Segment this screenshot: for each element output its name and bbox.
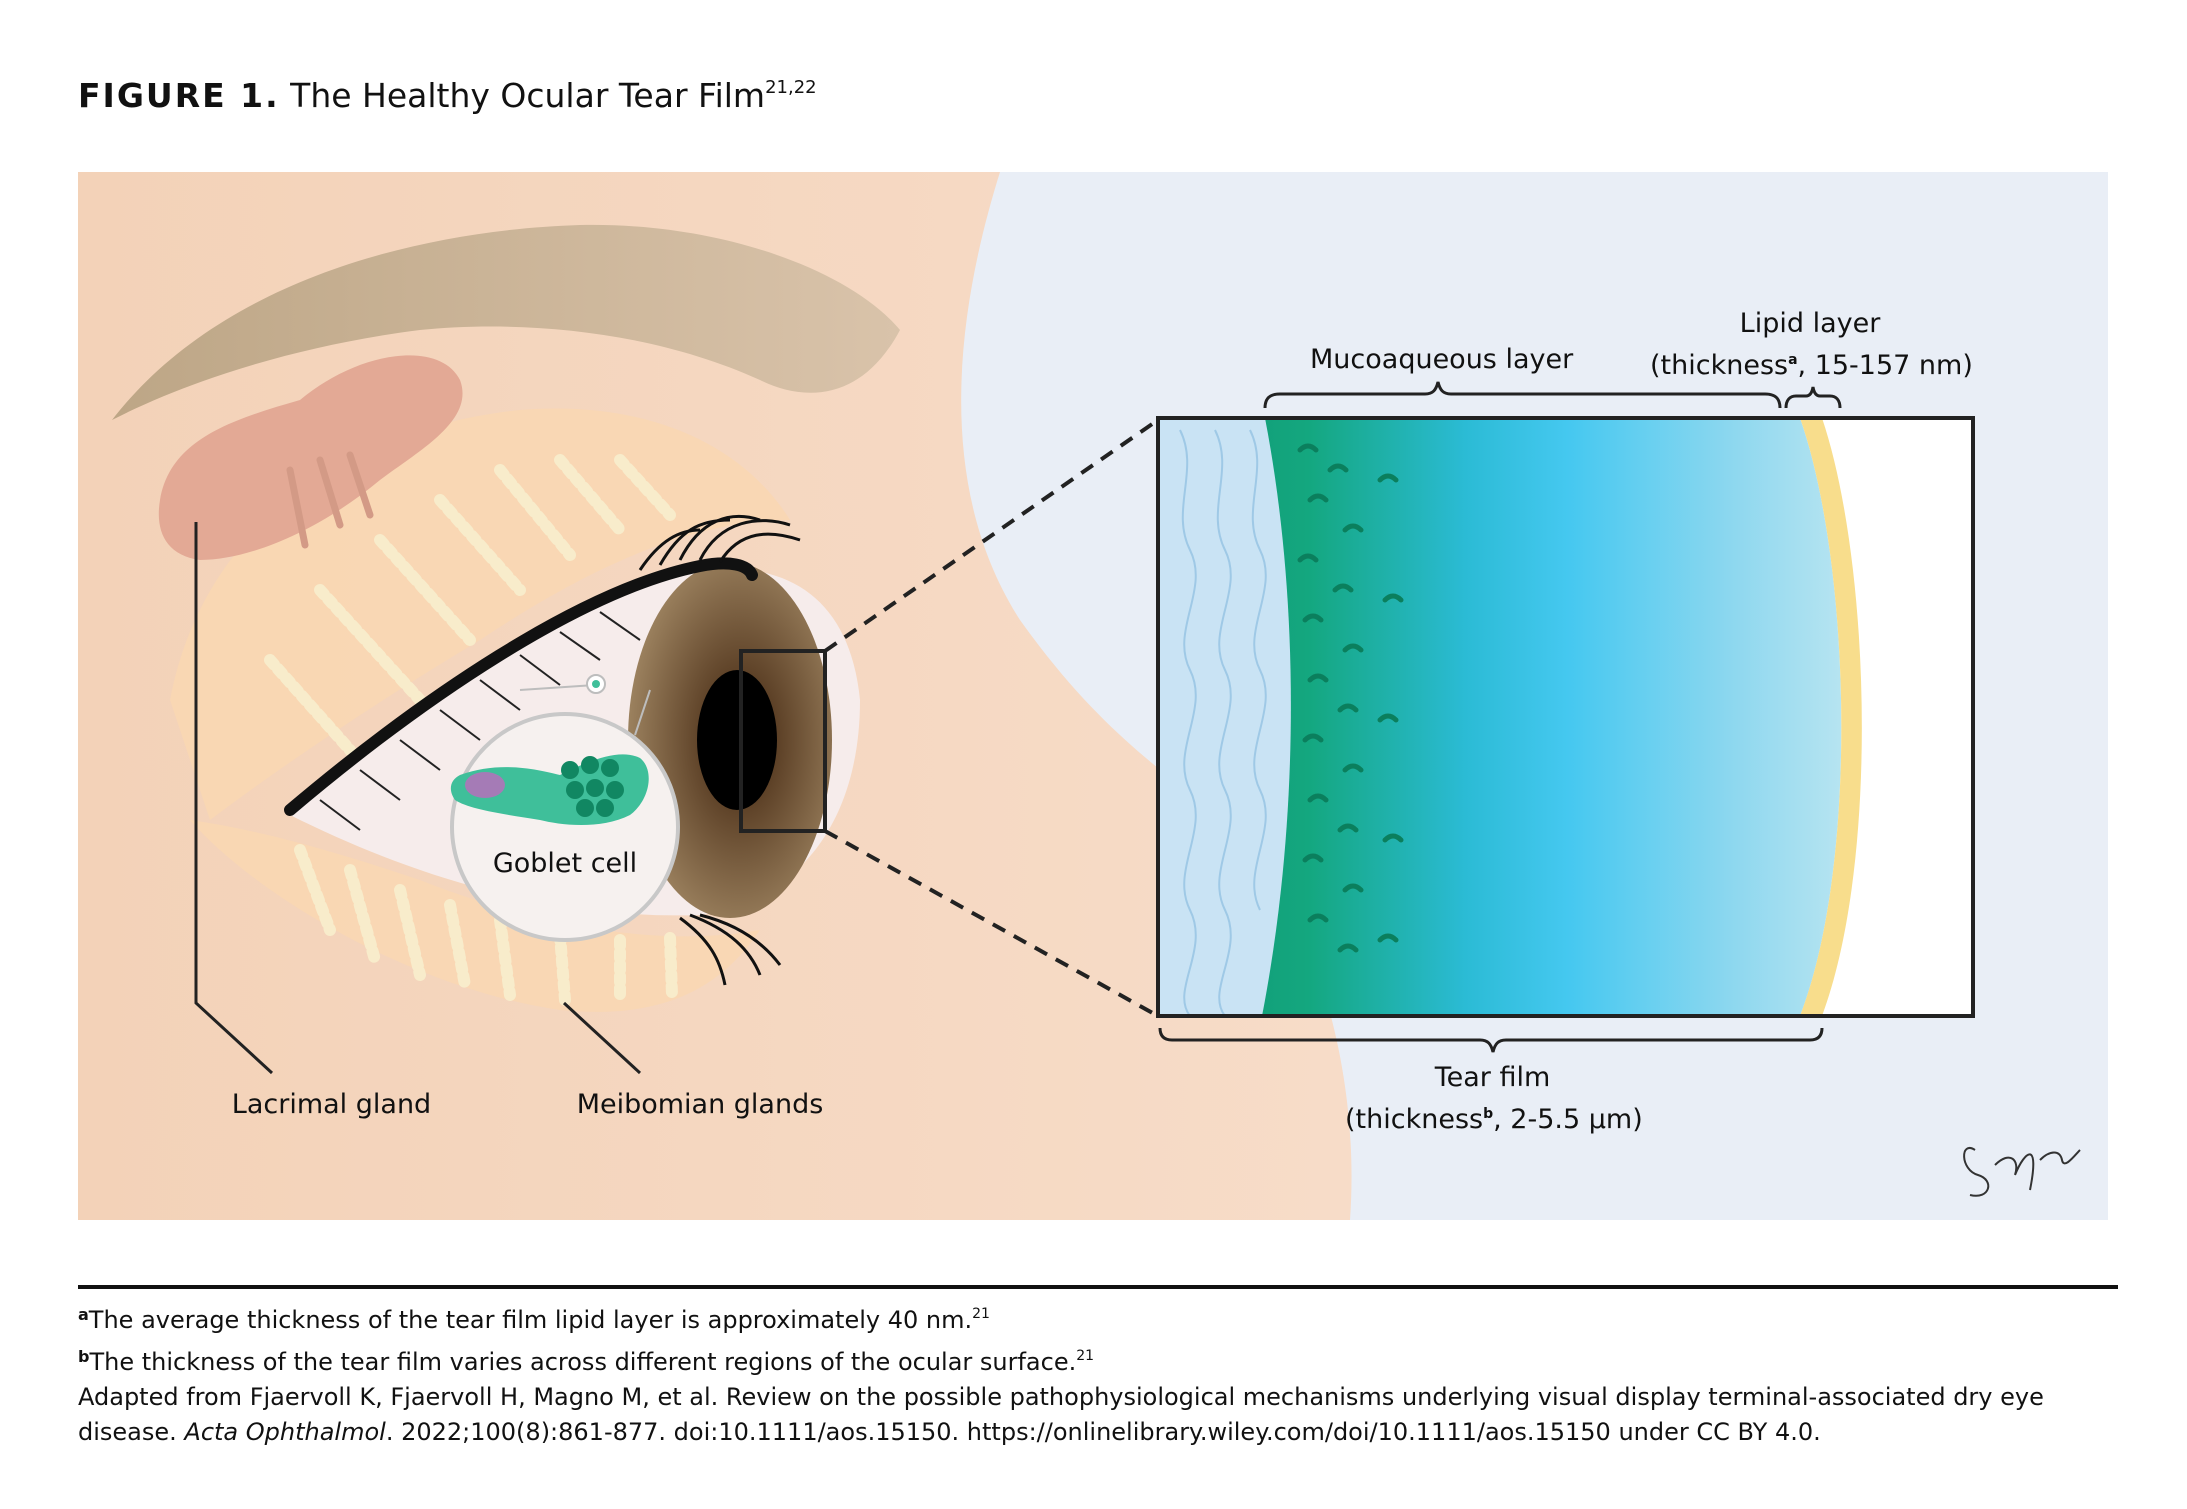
figure-title-text: The Healthy Ocular Tear Film <box>290 76 766 115</box>
meibomian-glands-lower <box>294 844 678 1006</box>
eyebrow <box>112 224 900 420</box>
lacrimal-gland-label: Lacrimal gland <box>231 1089 432 1120</box>
upper-eyelashes <box>638 514 801 571</box>
goblet-granules <box>561 756 624 817</box>
tear-film-brace <box>1158 1027 1824 1053</box>
lipid-label-line2: (thicknessa, 15-157 nm) <box>1650 350 1973 381</box>
lower-eyelashes <box>679 913 782 986</box>
source-credit: Adapted from Fjaervoll K, Fjaervoll H, M… <box>78 1380 2118 1450</box>
footnote-a-text: The average thickness of the tear film l… <box>88 1306 973 1334</box>
credit-text: Adapted from Fjaervoll K, Fjaervoll H, M… <box>78 1383 2044 1446</box>
artist-signature <box>1963 1147 2081 1197</box>
lacrimal-gland <box>158 355 463 560</box>
meibomian-glands-label: Meibomian glands <box>576 1089 824 1120</box>
tear-film-label-line2: (thicknessb, 2-5.5 μm) <box>1345 1104 1643 1135</box>
mucin-glycocalyx <box>1297 443 1404 953</box>
meibomian-leader <box>562 1001 642 1075</box>
credit-citation: . 2022;100(8):861-877. doi:10.1111/aos.1… <box>385 1418 1821 1446</box>
tear-film-label: Tear film (thicknessb, 2-5.5 μm) <box>1345 1060 1643 1138</box>
figure-title-refs: 21,22 <box>765 77 817 98</box>
footnote-b: bThe thickness of the tear film varies a… <box>78 1339 1094 1379</box>
corneal-epithelium <box>1158 418 1291 1016</box>
lipid-brace <box>1784 386 1842 409</box>
footnote-a-marker: a <box>78 1305 89 1324</box>
mucoaqueous-label: Mucoaqueous layer <box>1310 344 1574 375</box>
figure-label: FIGURE 1. <box>78 76 280 115</box>
lacrimal-ducts <box>286 451 374 549</box>
mucoaqueous-brace <box>1263 381 1782 409</box>
zoom-source-box <box>739 649 827 833</box>
lipid-footnote-marker: a <box>1788 352 1798 368</box>
footnote-a-ref: 21 <box>972 1306 990 1322</box>
tear-film-zoom-frame <box>1156 416 1975 1018</box>
lipid-layer <box>1800 418 1862 1016</box>
tear-film-footnote-marker: b <box>1483 1106 1494 1122</box>
tear-film-zoom <box>1158 418 1973 1016</box>
lacrimal-leader <box>194 522 274 1075</box>
footnote-b-text: The thickness of the tear film varies ac… <box>89 1348 1077 1376</box>
lipid-label-line1: Lipid layer <box>1739 308 1881 339</box>
figure-title: FIGURE 1. The Healthy Ocular Tear Film21… <box>78 66 817 118</box>
goblet-cell-label: Goblet cell <box>492 848 638 879</box>
credit-journal: Acta Ophthalmol <box>184 1418 386 1446</box>
footnote-b-marker: b <box>78 1347 90 1366</box>
meibomian-glands-upper <box>264 454 676 756</box>
inner-eyelashes <box>319 611 641 831</box>
footnote-divider <box>78 1285 2118 1289</box>
tear-film-label-line1: Tear film <box>1434 1062 1551 1093</box>
goblet-nucleus <box>465 772 505 798</box>
goblet-callout-circle <box>450 712 680 942</box>
tear-film-body <box>1158 418 1842 1016</box>
upper-lid-margin <box>284 557 758 816</box>
pupil <box>697 670 777 810</box>
zoom-line-bottom <box>824 829 1159 1018</box>
footnote-b-ref: 21 <box>1076 1348 1095 1364</box>
lipid-label: Lipid layer (thicknessa, 15-157 nm) <box>1650 306 1973 384</box>
footnote-a: aThe average thickness of the tear film … <box>78 1297 990 1337</box>
epithelium-waves <box>1179 429 1267 1016</box>
zoom-line-top <box>823 418 1160 653</box>
